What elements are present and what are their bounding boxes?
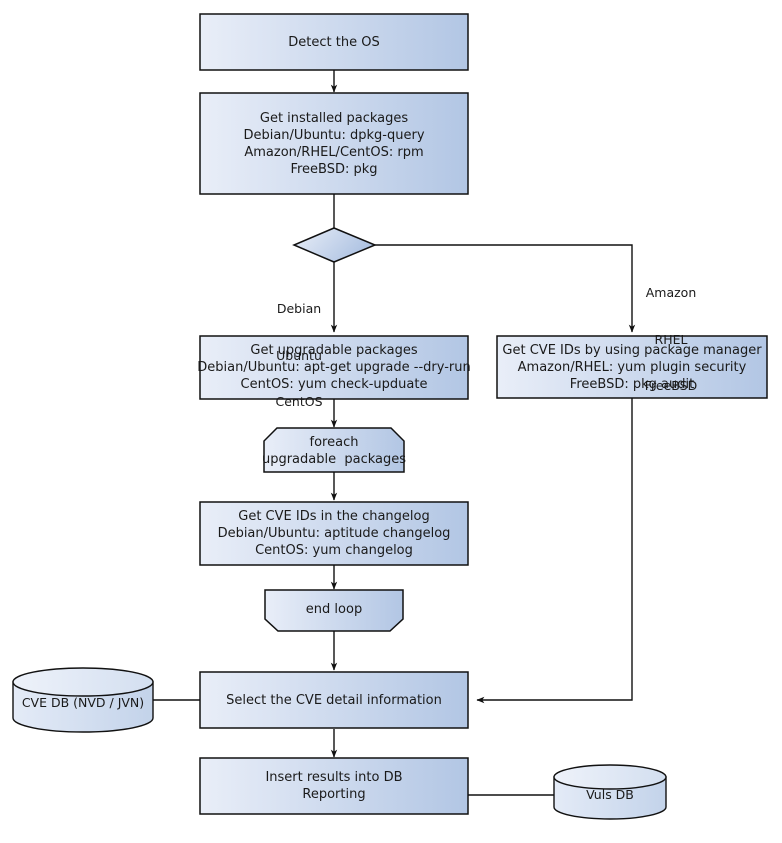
branch-right-line-3: FreeBSD [644, 378, 698, 393]
edge-label-branch-left: Debian Ubuntu CentOS [269, 270, 329, 441]
node-vuls-db[interactable] [553, 764, 667, 820]
node-select-cve-detail[interactable] [199, 671, 469, 729]
branch-left-line-1: Debian [276, 301, 322, 316]
branch-right-line-2: RHEL [654, 331, 688, 347]
node-os-branch-decision[interactable] [292, 227, 377, 263]
branch-left-line-3: CentOS [275, 394, 323, 409]
node-cve-db[interactable] [12, 667, 154, 733]
node-get-cve-ids-changelog[interactable] [199, 501, 469, 566]
branch-left-line-2: Ubuntu [276, 347, 322, 363]
node-foreach-upgradable-packages[interactable] [263, 427, 405, 473]
edge-label-branch-right: Amazon RHEL FreeBSD [637, 254, 705, 425]
node-get-cve-ids-package-manager[interactable] [496, 335, 768, 399]
node-detect-os[interactable] [199, 13, 469, 71]
edge-branch-right [375, 244, 636, 333]
branch-right-line-1: Amazon [645, 285, 697, 300]
node-insert-results[interactable] [199, 757, 469, 815]
node-end-loop[interactable] [264, 589, 404, 632]
edge-rightbox-to-select [476, 398, 633, 704]
node-get-installed-packages[interactable] [199, 92, 469, 195]
node-get-upgradable-packages[interactable] [199, 335, 469, 400]
